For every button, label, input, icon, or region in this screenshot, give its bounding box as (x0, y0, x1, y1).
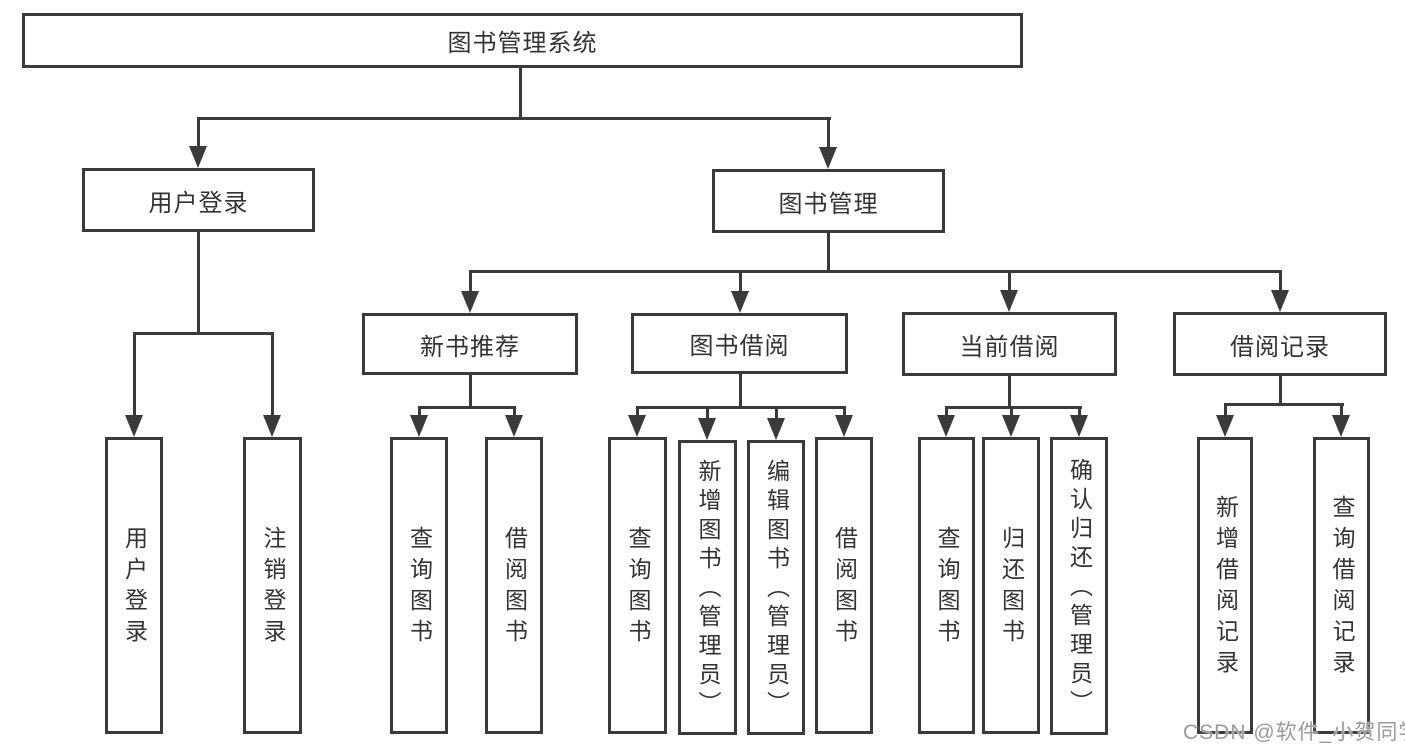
connector-drop-br-add (1224, 405, 1227, 417)
arrow-down-icon (1070, 415, 1088, 437)
arrow-down-icon (1271, 290, 1289, 312)
arrow-down-icon (505, 415, 523, 437)
connector-drop-bb-edit (775, 408, 778, 420)
connector-new-books-stem (469, 375, 472, 409)
arrow-down-icon (835, 415, 853, 437)
leaf-bb-add-books-admin-label: 新增图书（管理员） (695, 459, 721, 720)
node-book-borrow-label: 图书借阅 (689, 333, 790, 360)
connector-drop-new-books (469, 272, 472, 292)
arrow-down-icon (698, 418, 716, 440)
arrow-down-icon (731, 291, 749, 313)
leaf-nb-query-books: 查询图书 (390, 437, 448, 734)
arrow-down-icon (1002, 415, 1020, 437)
connector-drop-br-query (1340, 405, 1343, 417)
connector-drop-cb-return (1010, 408, 1013, 417)
leaf-nb-borrow-books-label: 借阅图书 (501, 525, 528, 650)
leaf-bb-borrow-books-label: 借阅图书 (831, 525, 858, 650)
connector-drop-book-mgmt (827, 118, 830, 149)
leaf-br-query-record-label: 查询借阅记录 (1329, 494, 1355, 681)
arrow-down-icon (1000, 290, 1018, 312)
arrow-down-icon (189, 146, 207, 168)
node-new-books: 新书推荐 (362, 313, 578, 375)
leaf-cb-confirm-return-admin-label: 确认归还（管理员） (1066, 457, 1093, 719)
leaf-bb-query-books-label: 查询图书 (625, 525, 651, 650)
leaf-logout: 注销登录 (243, 437, 302, 734)
leaf-nb-query-books-label: 查询图书 (406, 525, 433, 650)
arrow-down-icon (1332, 415, 1350, 437)
arrow-down-icon (263, 415, 281, 437)
leaf-nb-borrow-books: 借阅图书 (485, 437, 543, 734)
connector-borrow-records-stem (1279, 376, 1282, 406)
leaf-cb-return-books: 归还图书 (982, 437, 1040, 734)
connector-drop-user-login (197, 118, 200, 148)
leaf-bb-edit-books-admin-label: 编辑图书（管理员） (763, 459, 790, 720)
node-borrow-records-label: 借阅记录 (1230, 333, 1330, 361)
node-book-mgmt: 图书管理 (712, 169, 945, 233)
node-root: 图书管理系统 (22, 13, 1023, 68)
connector-user-login-branch (133, 332, 274, 335)
leaf-bb-borrow-books: 借阅图书 (815, 437, 873, 734)
leaf-bb-edit-books-admin: 编辑图书（管理员） (747, 440, 805, 735)
leaf-cb-confirm-return-admin: 确认归还（管理员） (1050, 437, 1108, 735)
connector-drop-borrow-records (1279, 272, 1282, 291)
connector-root-stem (519, 68, 522, 118)
connector-drop-bb-borrow (843, 408, 846, 417)
connector-drop-cb-confirm (1078, 408, 1081, 417)
leaf-bb-query-books: 查询图书 (608, 437, 667, 734)
node-current-borrow-label: 当前借阅 (959, 333, 1060, 361)
leaf-logout-label: 注销登录 (260, 525, 286, 650)
connector-drop-nb-query (418, 408, 421, 417)
connector-book-borrow-branch (636, 406, 846, 409)
arrow-down-icon (628, 415, 646, 437)
leaf-user-login-label: 用户登录 (121, 525, 148, 650)
connector-borrow-records-branch (1224, 403, 1344, 406)
connector-drop-nb-borrow (513, 408, 516, 417)
arrow-down-icon (937, 415, 955, 437)
connector-book-mgmt-stem (827, 233, 830, 273)
leaf-user-login: 用户登录 (105, 437, 163, 734)
arrow-down-icon (819, 147, 837, 169)
connector-new-books-branch (418, 406, 516, 409)
arrow-down-icon (1216, 415, 1234, 437)
node-current-borrow: 当前借阅 (902, 312, 1117, 376)
node-borrow-records: 借阅记录 (1173, 312, 1387, 376)
connector-drop-cb-query (945, 408, 948, 417)
connector-drop-ul-logout (271, 334, 274, 417)
leaf-br-query-record: 查询借阅记录 (1313, 437, 1370, 734)
node-user-login: 用户登录 (82, 168, 315, 232)
connector-drop-bb-add (706, 408, 709, 420)
node-book-borrow: 图书借阅 (631, 313, 848, 374)
connector-book-borrow-stem (739, 374, 742, 409)
leaf-br-add-record-label: 新增借阅记录 (1212, 494, 1239, 681)
connector-user-login-stem (197, 232, 200, 335)
connector-current-borrow-stem (1008, 376, 1011, 409)
csdn-watermark: CSDN @软件_小贺同学 (1183, 721, 1405, 744)
connector-current-borrow-branch (945, 406, 1082, 409)
leaf-cb-query-books-label: 查询图书 (934, 525, 960, 650)
node-book-mgmt-label: 图书管理 (778, 190, 879, 218)
connector-drop-ul-login (133, 334, 136, 417)
arrow-down-icon (125, 415, 143, 437)
arrow-down-icon (461, 291, 479, 313)
connector-drop-bb-query (636, 408, 639, 417)
leaf-br-add-record: 新增借阅记录 (1197, 437, 1253, 734)
leaf-cb-return-books-label: 归还图书 (998, 525, 1025, 650)
node-user-login-label: 用户登录 (148, 189, 249, 217)
connector-book-mgmt-branch (469, 270, 1282, 273)
node-new-books-label: 新书推荐 (420, 333, 520, 361)
connector-root-branch (197, 117, 831, 120)
connector-drop-current-borrow (1008, 272, 1011, 291)
leaf-bb-add-books-admin: 新增图书（管理员） (678, 440, 737, 735)
connector-drop-book-borrow (739, 272, 742, 292)
arrow-down-icon (410, 415, 428, 437)
arrow-down-icon (767, 418, 785, 440)
node-root-label: 图书管理系统 (447, 30, 598, 57)
leaf-cb-query-books: 查询图书 (918, 437, 975, 734)
